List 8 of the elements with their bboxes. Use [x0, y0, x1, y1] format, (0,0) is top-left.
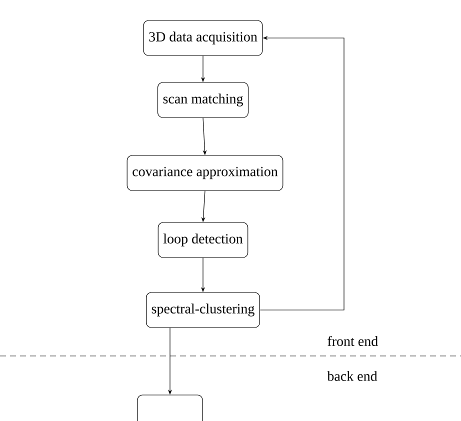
- process-box: 3D data acquisition: [143, 20, 263, 56]
- process-box: covariance approximation: [126, 155, 284, 191]
- process-box: spectral-clustering: [146, 292, 260, 328]
- section-label: back end: [327, 371, 378, 381]
- process-box: scan matching: [157, 82, 249, 118]
- section-label: front end: [328, 336, 378, 346]
- empty-box: [137, 394, 203, 421]
- process-box: loop detection: [158, 222, 248, 258]
